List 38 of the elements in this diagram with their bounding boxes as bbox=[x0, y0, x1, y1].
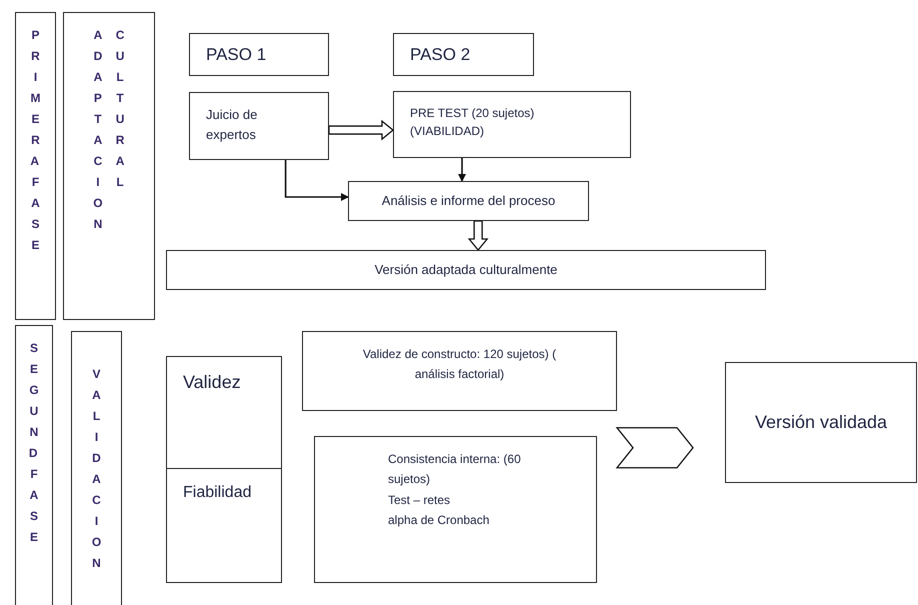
box-text: Validez bbox=[182, 371, 242, 394]
category-box bbox=[166, 356, 282, 469]
chevron-arrow bbox=[616, 427, 694, 468]
step-box bbox=[393, 33, 534, 76]
stage-label-box bbox=[63, 12, 155, 320]
block-arrow bbox=[328, 120, 394, 140]
process-box bbox=[302, 331, 617, 411]
phase-label-box bbox=[15, 325, 53, 605]
process-box bbox=[393, 91, 631, 158]
process-box bbox=[314, 436, 597, 583]
block-arrow bbox=[468, 220, 489, 252]
process-box bbox=[348, 181, 589, 221]
step-title: PASO 2 bbox=[409, 44, 470, 66]
box-text: Versión adaptada culturalmente bbox=[374, 261, 558, 280]
step-title: PASO 1 bbox=[205, 44, 266, 66]
vertical-text: PRIMERA FASE bbox=[30, 27, 41, 254]
box-text: PRE TEST (20 sujetos)(VIABILIDAD) bbox=[409, 105, 536, 140]
result-box bbox=[725, 362, 917, 483]
result-box bbox=[166, 250, 766, 290]
box-text: Juicio de expertos bbox=[205, 106, 258, 144]
arrow bbox=[458, 158, 466, 182]
vertical-text: ADAPTACION bbox=[92, 27, 103, 233]
box-text: Versión validada bbox=[754, 411, 888, 434]
box-text: Validez de constructo: 120 sujetos) ( análisis factorial) bbox=[362, 346, 558, 384]
vertical-text: CULTURAL bbox=[115, 27, 126, 191]
box-text: Fiabilidad bbox=[182, 483, 252, 503]
arrow bbox=[284, 160, 349, 201]
box-text: Test – retes bbox=[388, 492, 452, 509]
box-text: alpha de Cronbach bbox=[388, 512, 490, 530]
box-text: Análisis e informe del proceso bbox=[382, 192, 556, 210]
step-box bbox=[189, 33, 329, 76]
category-box bbox=[166, 468, 282, 583]
vertical-text: VALIDACION bbox=[91, 366, 102, 572]
vertical-text: SEGUND FASE bbox=[28, 340, 40, 546]
box-text: Consistencia interna: (60 sujetos) bbox=[388, 451, 522, 488]
phase-label-box bbox=[15, 12, 56, 320]
process-box bbox=[189, 92, 329, 160]
stage-label-box bbox=[71, 331, 122, 605]
